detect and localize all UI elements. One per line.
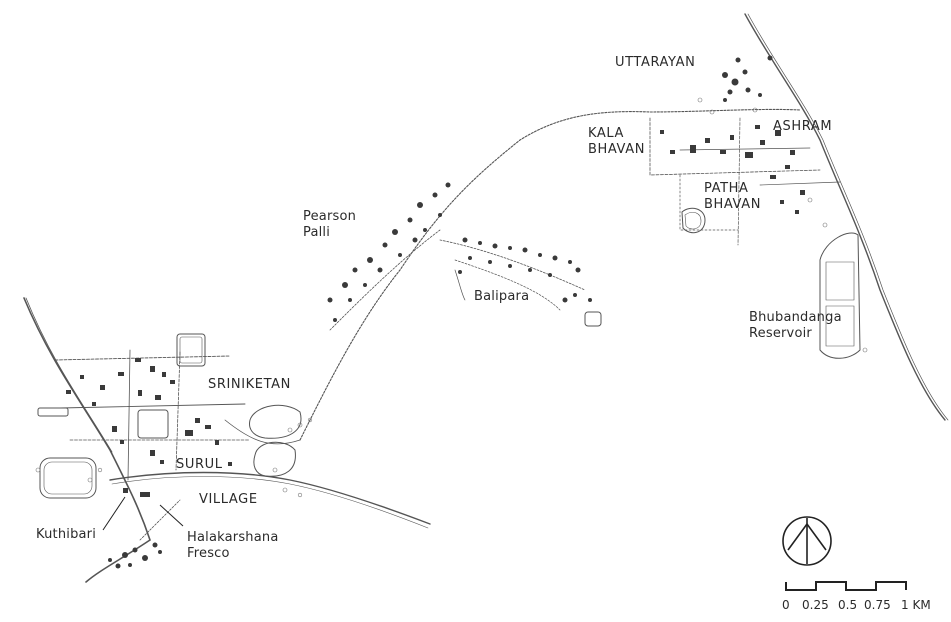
label-halakarshana-fresco: Halakarshana Fresco <box>187 530 279 561</box>
label-village: VILLAGE <box>199 492 258 507</box>
label-surul: SURUL <box>176 457 223 472</box>
label-patha-bhavan: PATHA BHAVAN <box>704 181 762 212</box>
label-kuthibari: Kuthibari <box>36 527 97 542</box>
scale-label-05: 0.5 <box>838 598 858 612</box>
north-arrow-icon <box>782 516 832 566</box>
label-ashram: ASHRAM <box>773 119 833 134</box>
label-sriniketan: SRINIKETAN <box>208 377 291 392</box>
vegetation-stipple <box>35 97 868 498</box>
scale-label-1km: 1 KM <box>901 598 931 612</box>
scale-label-0: 0 <box>782 598 790 612</box>
label-bhubandanga-reservoir: Bhubandanga Reservoir <box>749 310 842 341</box>
label-leaders <box>102 496 184 531</box>
label-balipara: Balipara <box>474 289 530 304</box>
road-network <box>23 13 949 583</box>
building-clusters <box>66 55 805 569</box>
label-pearson-palli: Pearson Palli <box>303 209 357 240</box>
scale-bar <box>785 581 907 591</box>
label-uttarayan: UTTARAYAN <box>615 55 696 70</box>
water-bodies <box>37 207 861 499</box>
scale-label-025: 0.25 <box>802 598 829 612</box>
scale-label-075: 0.75 <box>864 598 891 612</box>
label-kala-bhavan: KALA BHAVAN <box>588 126 646 157</box>
